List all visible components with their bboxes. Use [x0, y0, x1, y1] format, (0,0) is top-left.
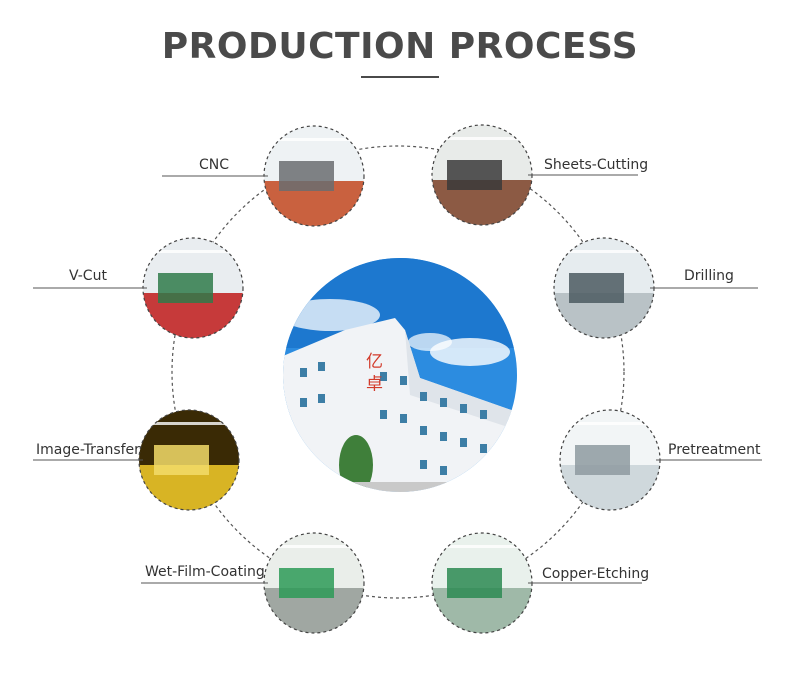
- drilling-machine-photo: [553, 237, 655, 339]
- step-label: CNC: [199, 157, 230, 173]
- page-title: PRODUCTION PROCESS: [161, 26, 639, 67]
- image-transfer-room-photo: [138, 409, 240, 511]
- v-cut-machine-photo: [142, 237, 244, 339]
- step-label: Drilling: [684, 268, 734, 284]
- step-label: Wet-Film-Coating: [145, 564, 265, 580]
- copper-etching-line-photo: [431, 532, 533, 634]
- center-photo: 亿 卓: [283, 258, 517, 492]
- step-label: Sheets-Cutting: [544, 157, 649, 173]
- building-sign: 亿 卓: [362, 352, 383, 391]
- step-label: Copper-Etching: [542, 566, 650, 582]
- process-ring: [171, 145, 625, 599]
- cnc-workshop-photo: [263, 125, 365, 227]
- step-label: Image-Transfer: [36, 442, 140, 458]
- step-label: Pretreatment: [668, 442, 761, 458]
- pretreatment-line-photo: [559, 409, 661, 511]
- wet-film-coating-photo: [263, 532, 365, 634]
- sheet-cutting-machine-photo: [431, 124, 533, 226]
- title-underline: [361, 76, 439, 78]
- step-label: V-Cut: [69, 268, 107, 284]
